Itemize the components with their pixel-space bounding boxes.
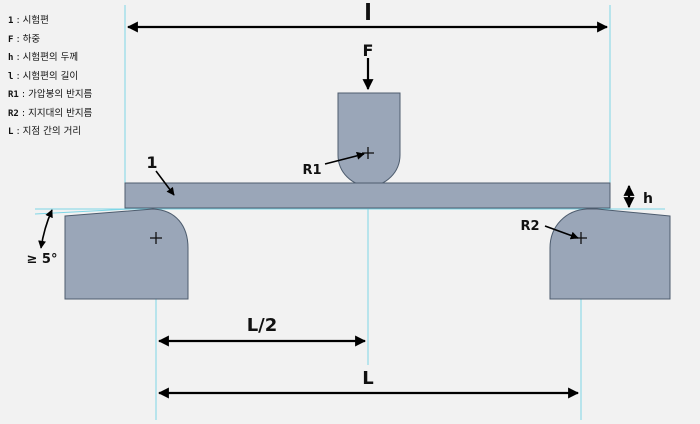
legend-item: R2 : 지지대의 반지름 (8, 107, 93, 119)
legend-item: L : 지점 간의 거리 (8, 126, 82, 137)
legend-item: h : 시험편의 두께 (8, 52, 79, 63)
legend: 1 : 시험편 F : 하중 h : 시험편의 두께 l : 시험편의 길이 R… (8, 12, 92, 142)
thickness-label: h (643, 191, 653, 207)
legend-text: 지지대의 반지름 (28, 107, 93, 119)
legend-symbol: L (8, 127, 14, 137)
specimen-bar (124, 182, 611, 209)
specimen-leader-arrow (155, 170, 175, 196)
legend-symbol: R2 (8, 108, 19, 119)
span-label: L (362, 368, 373, 389)
legend-item: F : 하중 (8, 33, 41, 45)
r1-leader-arrow (324, 151, 365, 165)
left-support (64, 208, 189, 300)
legend-symbol: h (8, 53, 14, 63)
half-span-label: L/2 (247, 315, 278, 336)
legend-symbol: R1 (8, 90, 19, 100)
legend-symbol: l (8, 71, 14, 82)
legend-text: 하중 (22, 33, 41, 45)
force-label: F (363, 41, 374, 60)
legend-symbol: 1 (8, 16, 14, 26)
legend-text: 지점 간의 거리 (22, 126, 82, 137)
legend-item: R1 : 가압봉의 반지름 (8, 89, 93, 100)
legend-text: 시험편 (22, 15, 49, 26)
legend-item: l : 시험편의 길이 (8, 70, 79, 82)
loading-nose (337, 92, 401, 187)
specimen-label: 1 (146, 153, 157, 172)
legend-text: 시험편의 두께 (22, 52, 79, 63)
center-cross-left-support (150, 232, 162, 244)
legend-text: 가압봉의 반지름 (28, 89, 93, 100)
angle-label: ≥ 5° (27, 252, 58, 267)
r1-label: R1 (302, 163, 321, 178)
r2-leader-arrow (544, 225, 579, 240)
legend-symbol: F (8, 34, 14, 45)
angle-arc-arrow (38, 209, 53, 249)
length-label: l (364, 1, 372, 26)
right-support (549, 208, 671, 300)
legend-text: 시험편의 길이 (22, 70, 79, 82)
r2-label: R2 (520, 219, 539, 234)
legend-item: 1 : 시험편 (8, 15, 49, 26)
